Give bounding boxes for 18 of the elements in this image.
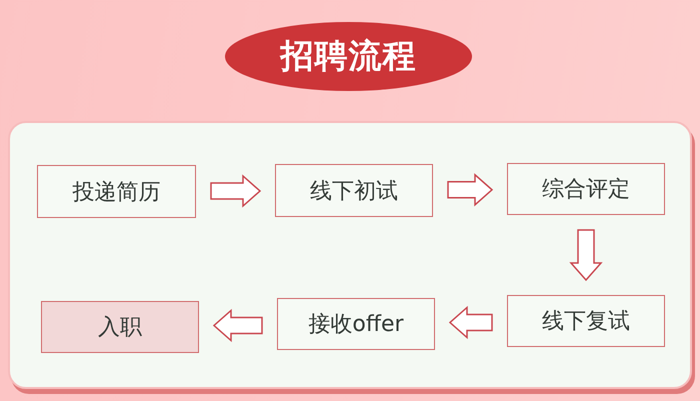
block-arrow: [448, 306, 493, 340]
step-label: 综合评定: [542, 176, 630, 204]
process-box: [507, 163, 665, 215]
step-label: 接收offer: [308, 311, 404, 339]
step-label: 入职: [98, 314, 142, 342]
process-box: [41, 301, 199, 353]
process-box: [507, 295, 665, 347]
block-arrow: [212, 308, 263, 342]
block-arrow: [210, 174, 262, 208]
block-arrow: [569, 229, 603, 282]
step-label: 线下初试: [310, 178, 398, 206]
title-banner: 招聘流程: [225, 22, 472, 91]
process-box: [275, 164, 433, 217]
step-label: 投递简历: [72, 178, 160, 206]
process-box: [37, 165, 196, 218]
process-box: [277, 298, 435, 350]
block-arrow: [447, 173, 494, 206]
step-label: 线下复试: [542, 308, 630, 336]
